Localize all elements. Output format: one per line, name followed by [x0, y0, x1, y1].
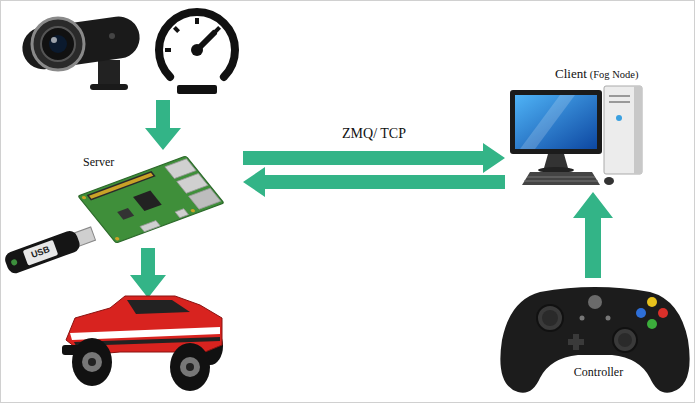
label-group: Server: [83, 152, 114, 170]
flow-arrow: [573, 192, 613, 278]
usb-stick: [3, 223, 97, 275]
speedometer-icon: [159, 12, 235, 94]
device-node: Client(Fog Node): [505, 64, 655, 192]
usb-text: USB: [30, 245, 51, 260]
flow-arrow: [243, 143, 505, 173]
flow-arrow: [243, 167, 505, 197]
device-label: Client: [555, 66, 587, 82]
device-sublabel: (Fog Node): [590, 69, 639, 80]
label-group: Client(Fog Node): [555, 66, 638, 82]
rc-car: [62, 296, 223, 391]
raspberry-pi-board: [78, 156, 224, 243]
output-arrow: [130, 248, 166, 298]
device-node: Server: [75, 150, 243, 242]
desktop-computer: [510, 86, 642, 185]
webcam-icon: [20, 14, 143, 90]
device-label: Controller: [574, 365, 623, 379]
device-node: Controller: [505, 278, 692, 395]
device-label: Server: [83, 155, 114, 169]
input-arrow: [145, 100, 181, 150]
game-controller: [500, 287, 689, 393]
protocol-label: ZMQ/ TCP: [342, 126, 406, 142]
label-group: Controller: [505, 362, 692, 380]
